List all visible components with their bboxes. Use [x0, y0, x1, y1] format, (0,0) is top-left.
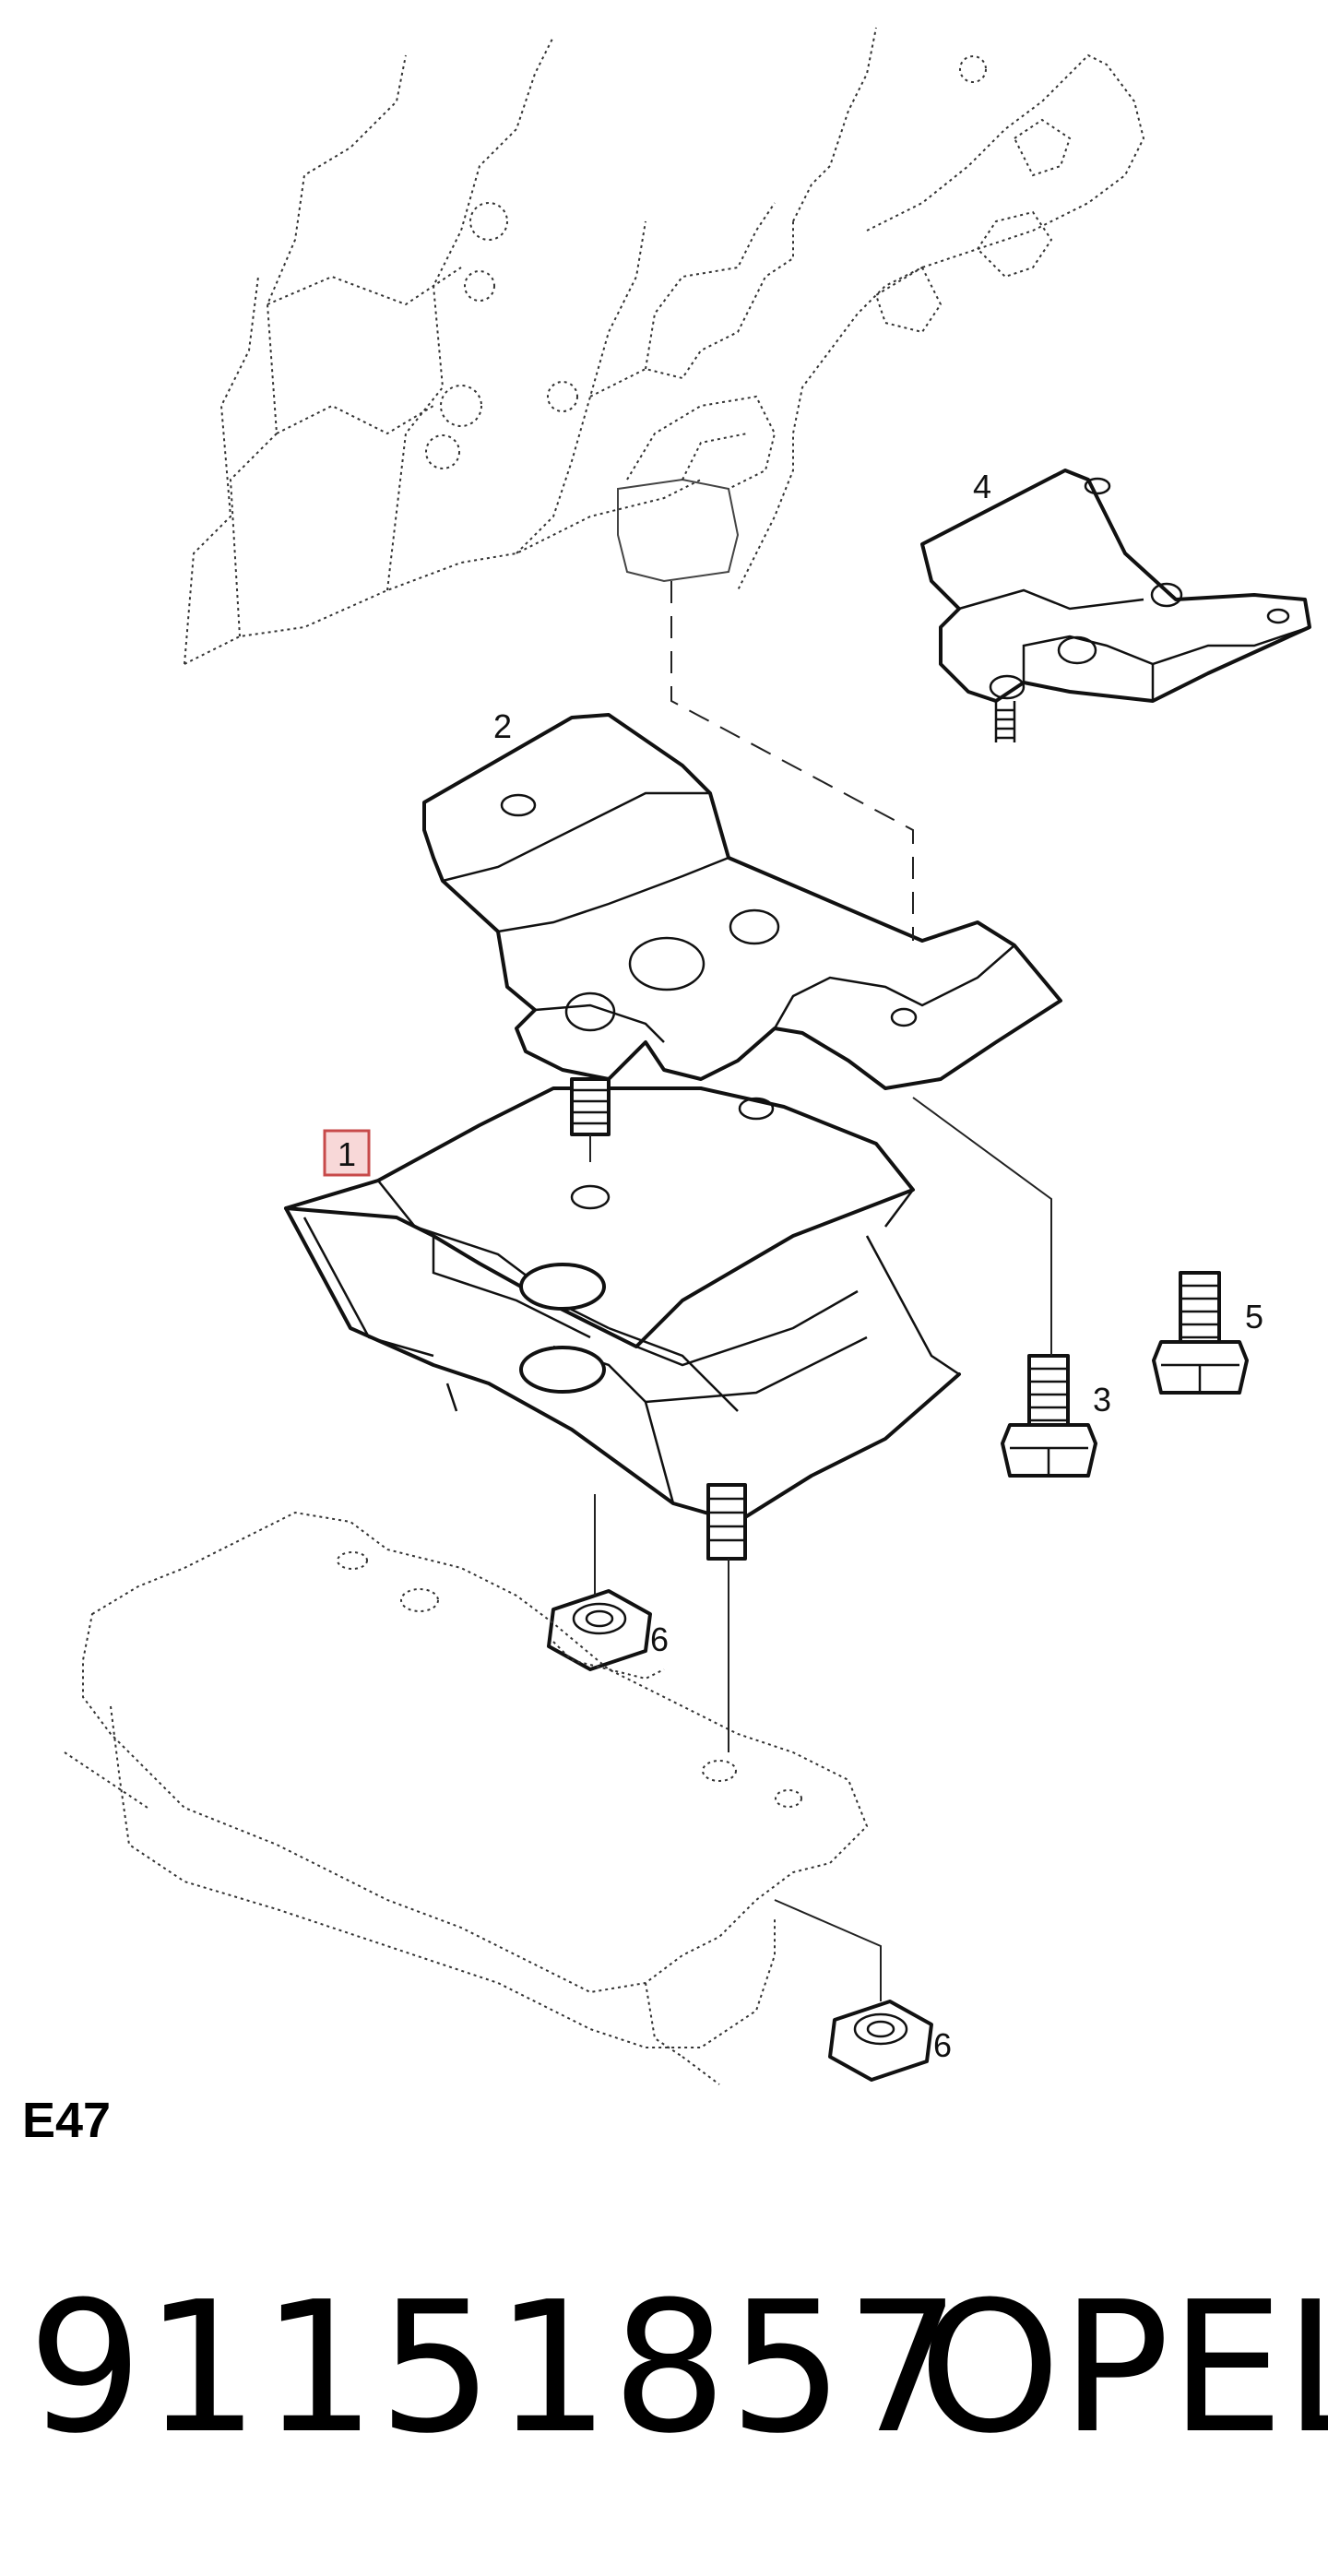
section-code: E47	[22, 2093, 112, 2148]
callout-5-label: 5	[1245, 1298, 1263, 1335]
callout-2-label: 2	[493, 707, 512, 745]
chassis-crossmember-outline	[64, 1511, 869, 2085]
part-4-upper-bracket	[920, 469, 1311, 742]
part-5-bolt	[1152, 1271, 1249, 1395]
part-3-bolt	[1001, 1354, 1097, 1478]
part-1-engine-mount	[284, 1077, 961, 1561]
engine-block-outline	[184, 27, 1145, 665]
callout-6-lower-label: 6	[933, 2026, 952, 2064]
part-6-nut-upper	[547, 1589, 652, 1671]
callout-1: 1	[323, 1129, 371, 1177]
leader-lines	[589, 581, 1052, 2001]
brand-name: OPEL	[919, 2263, 1328, 2474]
part-2-bracket-plate	[422, 713, 1062, 1090]
part-6-nut-lower	[828, 2000, 933, 2082]
callout-4-label: 4	[973, 468, 991, 505]
callout-6-upper-label: 6	[650, 1620, 669, 1658]
part-number: 91151857	[28, 2263, 963, 2474]
callout-1-label: 1	[338, 1135, 356, 1173]
callout-3-label: 3	[1093, 1381, 1111, 1419]
